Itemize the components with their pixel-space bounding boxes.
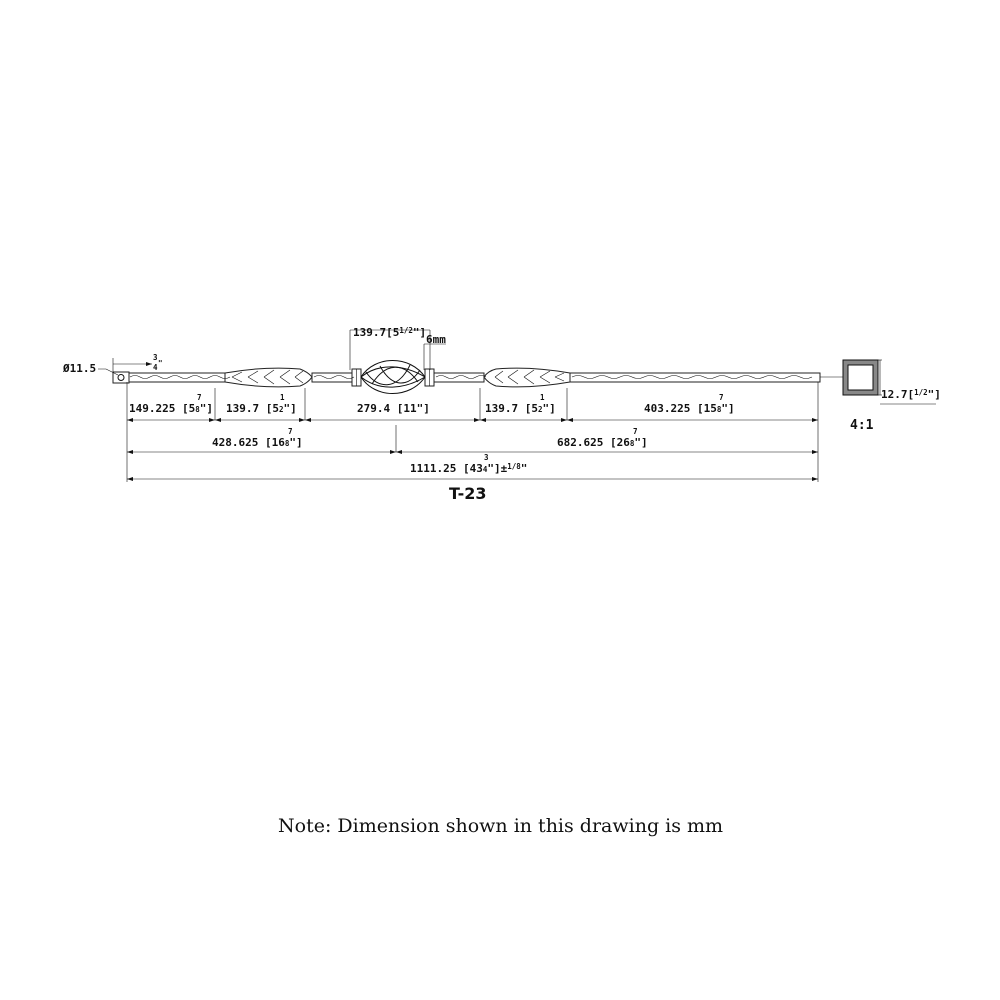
part-number: T-23	[449, 484, 486, 503]
end-thickness-den: 4	[153, 363, 158, 372]
units-note: Note: Dimension shown in this drawing is…	[278, 815, 723, 837]
segment-2-num: 1	[280, 393, 285, 402]
subtotal-2-num: 7	[633, 427, 638, 436]
twisted-section-mid-left	[311, 372, 353, 383]
collar-width-label: 6mm	[426, 333, 446, 346]
twisted-basket	[360, 360, 426, 394]
end-thickness-num: 3	[153, 353, 158, 362]
subtotal-2-label: 682.625 [268"]	[557, 436, 648, 449]
overall-label: 1111.25 [434"]±1/8"	[410, 462, 527, 475]
end-thickness-unit: "	[158, 359, 163, 368]
cross-section-detail: 12.7[1/2"] 4:1	[842, 359, 941, 433]
overall-num: 3	[484, 453, 489, 462]
section-size-label: 12.7[1/2"]	[881, 388, 941, 401]
segment-dimensions: 7 149.225 [58"] 1 139.7 [52"] 279.4 [11"…	[126, 382, 819, 482]
leaf-swell-right	[483, 367, 571, 388]
bar-elevation	[112, 360, 843, 394]
leaf-swell-left	[224, 367, 313, 388]
subtotal-1-num: 7	[288, 427, 293, 436]
segment-1-label: 149.225 [58"]	[129, 402, 213, 415]
subtotal-dimensions: 7 428.625 [168"] 7 682.625 [268"]	[127, 425, 818, 453]
segment-5-label: 403.225 [158"]	[644, 402, 735, 415]
twisted-section-left	[128, 372, 226, 383]
segment-4-label: 139.7 [52"]	[485, 402, 556, 415]
segment-4-num: 1	[540, 393, 545, 402]
segment-1-num: 7	[197, 393, 202, 402]
segment-5-num: 7	[719, 393, 724, 402]
basket-dimension: 139.7[51/2"] 6mm	[349, 326, 446, 370]
twisted-section-right	[569, 372, 821, 383]
segment-3-label: 279.4 [11"]	[357, 402, 430, 415]
mounting-hole	[117, 374, 125, 381]
twisted-section-mid-right	[433, 372, 485, 383]
segment-2-label: 139.7 [52"]	[226, 402, 297, 415]
hole-diameter-label: Ø11.5	[62, 362, 96, 375]
scale-label: 4:1	[850, 418, 874, 433]
subtotal-1-label: 428.625 [168"]	[212, 436, 303, 449]
end-annotations: Ø11.5 3 4 "	[62, 353, 163, 376]
overall-dimension: 3 1111.25 [434"]±1/8" T-23	[127, 453, 818, 503]
dimension-arrows	[127, 418, 818, 481]
basket-length-label: 139.7[51/2"]	[353, 326, 426, 339]
